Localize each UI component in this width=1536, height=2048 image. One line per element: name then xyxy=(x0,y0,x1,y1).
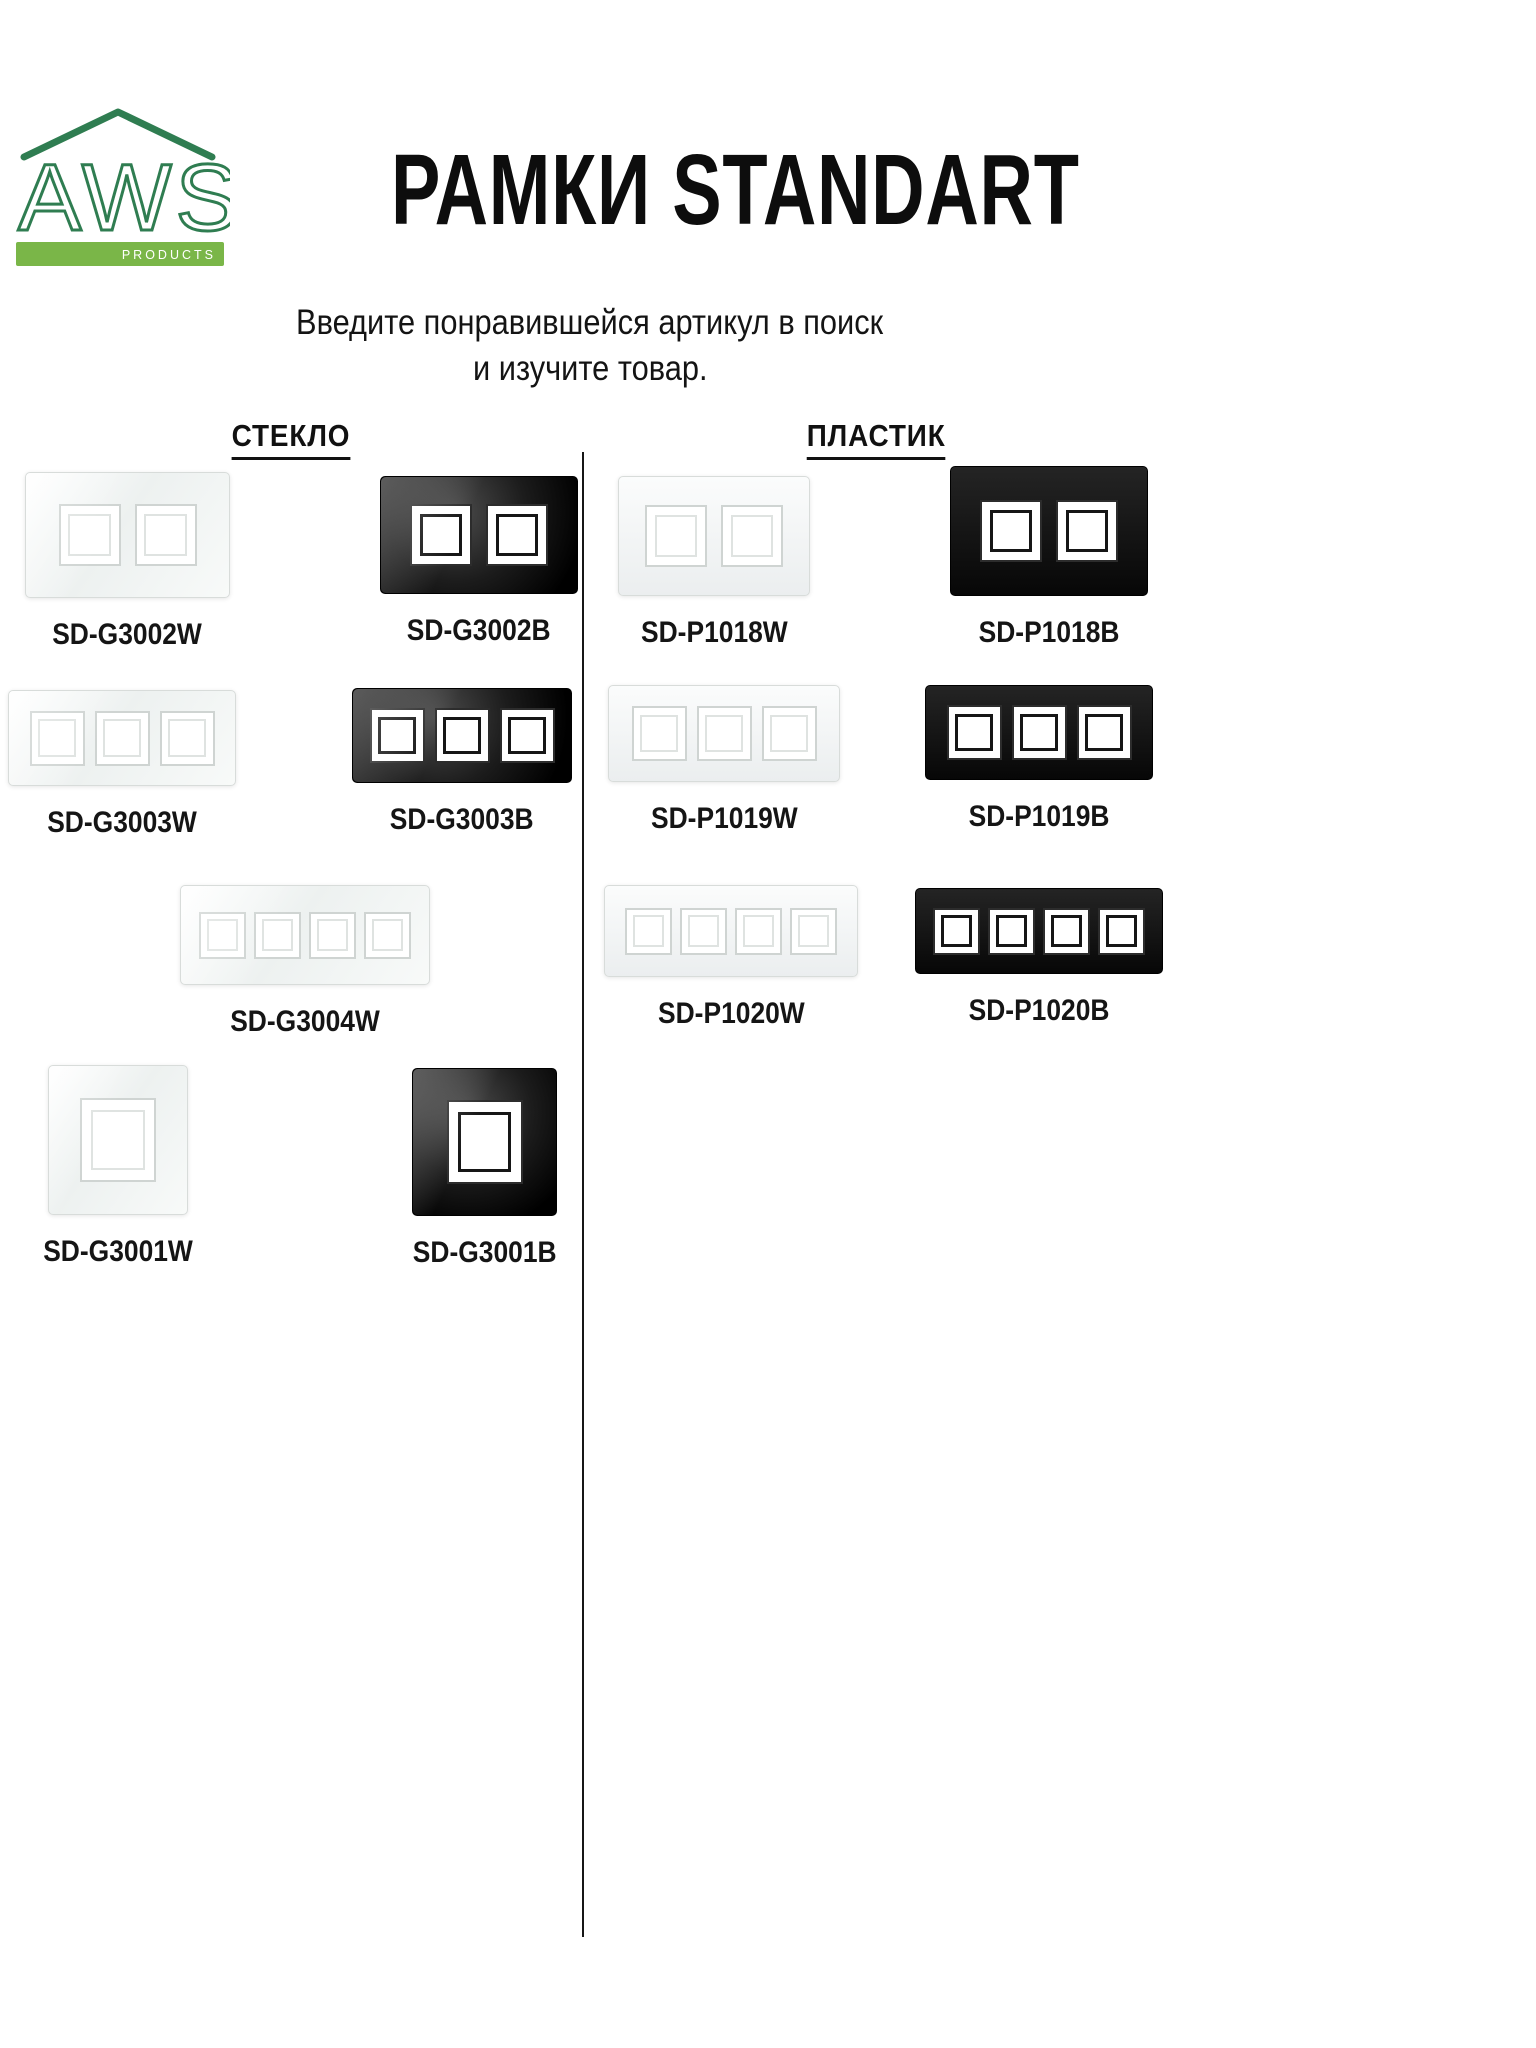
frame-image-sd-g3001b xyxy=(412,1068,557,1216)
product-sku: SD-G3002B xyxy=(407,614,551,647)
frame-image-sd-g3002b xyxy=(380,476,578,594)
subtitle-line-1: Введите понравившейся артикул в поиск xyxy=(296,303,884,342)
frame-image-sd-p1019b xyxy=(925,685,1153,780)
product-card-sd-g3004w: SD-G3004W xyxy=(180,885,430,1039)
product-sku: SD-G3004W xyxy=(230,1005,380,1038)
product-sku: SD-P1020W xyxy=(657,997,805,1030)
logo-green-bar xyxy=(16,242,224,266)
product-sku: SD-P1018B xyxy=(978,616,1120,649)
product-sku: SD-P1018W xyxy=(640,616,788,649)
frame-image-sd-g3004w xyxy=(180,885,430,985)
frame-image-sd-g3003b xyxy=(352,688,572,783)
product-sku: SD-P1020B xyxy=(968,994,1110,1027)
frame-image-sd-p1019w xyxy=(608,685,840,782)
glass-heading-text: СТЕКЛО xyxy=(232,418,351,460)
product-sku: SD-G3001W xyxy=(43,1235,193,1268)
logo-roof-icon xyxy=(20,108,216,161)
section-heading-plastic: ПЛАСТИК xyxy=(592,418,1160,460)
aws-logo-icon: AWS PRODUCTS xyxy=(16,108,240,266)
page-title: РАМКИ STANDART xyxy=(270,140,1079,240)
product-card-sd-p1019b: SD-P1019B xyxy=(925,685,1153,834)
logo-brand-text: AWS xyxy=(18,145,230,251)
plastic-heading-text: ПЛАСТИК xyxy=(806,418,946,460)
frame-image-sd-g3001w xyxy=(48,1065,188,1215)
product-card-sd-p1019w: SD-P1019W xyxy=(608,685,840,836)
product-sku: SD-G3003B xyxy=(390,803,534,836)
frame-image-sd-p1020b xyxy=(915,888,1163,974)
frame-image-sd-p1020w xyxy=(604,885,858,977)
subtitle-line-2: и изучите товар. xyxy=(472,349,708,389)
frame-image-sd-p1018b xyxy=(950,466,1148,596)
product-sku: SD-P1019W xyxy=(650,802,798,835)
product-card-sd-p1020b: SD-P1020B xyxy=(915,888,1163,1028)
product-sku: SD-G3003W xyxy=(47,806,197,839)
product-card-sd-p1018b: SD-P1018B xyxy=(950,466,1148,650)
page-subtitle: Введите понравившейся артикул в поиск и … xyxy=(230,300,950,392)
product-card-sd-g3002w: SD-G3002W xyxy=(25,472,230,652)
logo-products-text: PRODUCTS xyxy=(122,248,216,262)
frame-image-sd-g3003w xyxy=(8,690,236,786)
product-sku: SD-G3001B xyxy=(412,1236,557,1269)
product-sku: SD-P1019B xyxy=(968,800,1110,833)
section-heading-glass: СТЕКЛО xyxy=(0,418,583,460)
product-card-sd-g3001w: SD-G3001W xyxy=(43,1065,193,1269)
frame-image-sd-p1018w xyxy=(618,476,810,596)
product-card-sd-p1018w: SD-P1018W xyxy=(618,476,810,650)
product-card-sd-g3003b: SD-G3003B xyxy=(352,688,572,837)
frame-image-sd-g3002w xyxy=(25,472,230,598)
product-card-sd-g3001b: SD-G3001B xyxy=(412,1068,557,1270)
product-sku: SD-G3002W xyxy=(52,618,203,651)
product-card-sd-g3002b: SD-G3002B xyxy=(380,476,578,648)
brand-logo: AWS PRODUCTS xyxy=(14,100,240,277)
section-divider xyxy=(582,452,584,1937)
product-card-sd-g3003w: SD-G3003W xyxy=(8,690,236,840)
product-card-sd-p1020w: SD-P1020W xyxy=(604,885,858,1031)
page-title-text: РАМКИ STANDART xyxy=(390,134,1080,246)
